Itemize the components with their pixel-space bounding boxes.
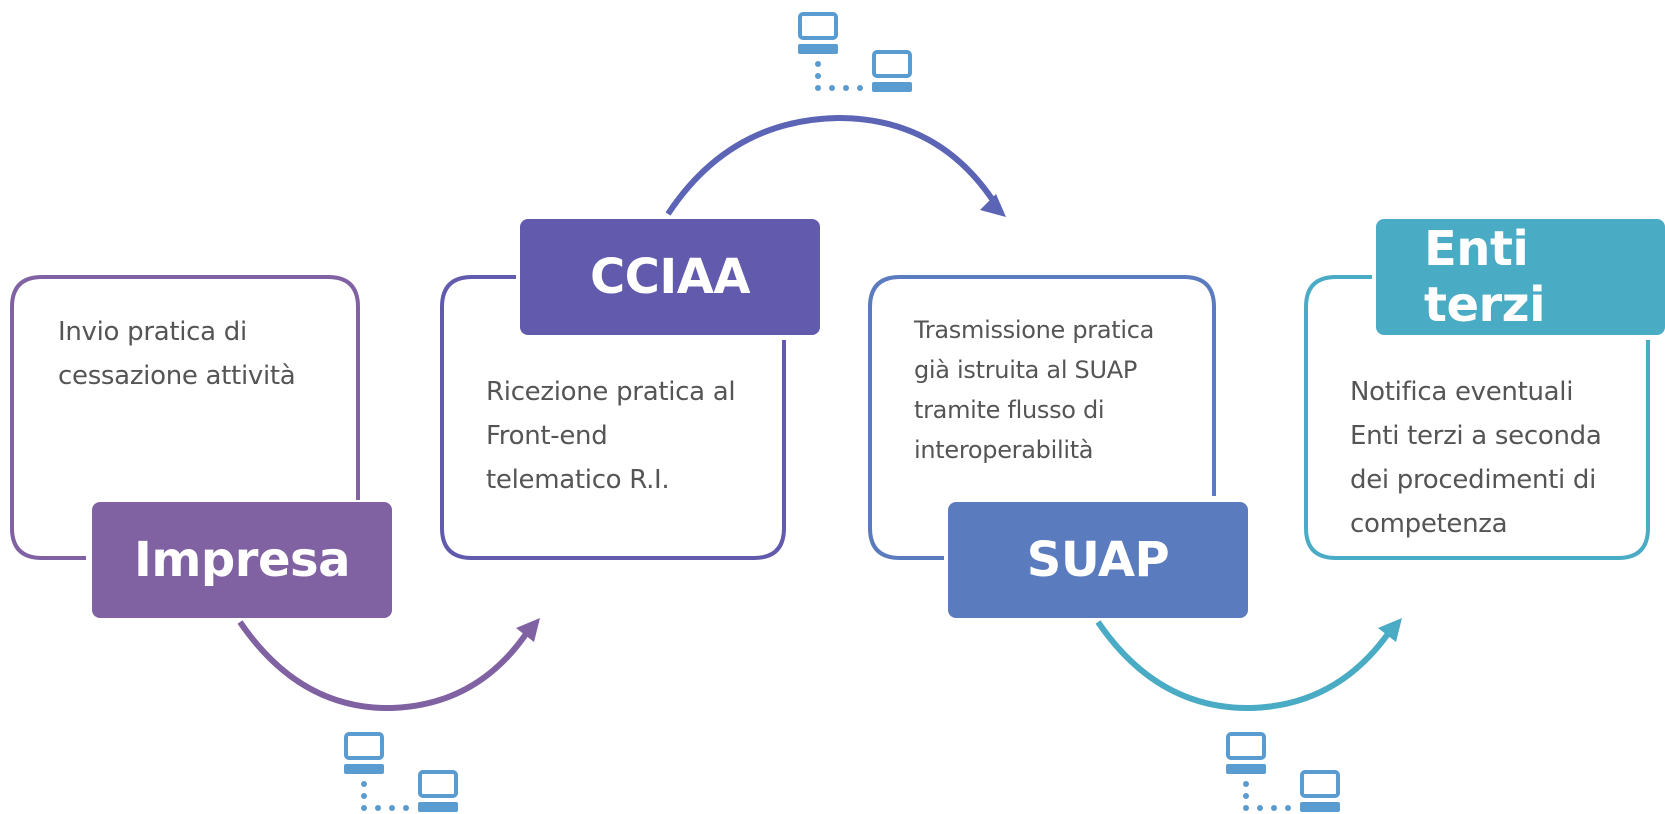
step-enti-label: Enti terzi: [1376, 219, 1665, 335]
step-suap-description: Trasmissione pratica già istruita al SUA…: [914, 316, 1155, 464]
network-computers-icon: [344, 732, 458, 812]
arrow-cciaa-to-suap: [665, 114, 1006, 217]
step-suap-frame: [868, 275, 1216, 560]
step-cciaa-frame: [440, 275, 786, 560]
step-cciaa-label: CCIAA: [520, 219, 820, 335]
step-impresa-frame: [10, 275, 360, 560]
step-cciaa-description: Ricezione pratica al Front-end telematic…: [486, 377, 736, 495]
network-computers-icon: [1226, 732, 1340, 812]
step-suap-label: SUAP: [948, 502, 1248, 618]
step-impresa-description: Invio pratica di cessazione attività: [58, 317, 296, 391]
arrow-suap-to-enti: [1095, 618, 1402, 712]
step-enti-description: Notifica eventuali Enti terzi a seconda …: [1350, 377, 1602, 539]
step-impresa-label: Impresa: [92, 502, 392, 618]
step-enti-frame: [1304, 275, 1650, 560]
network-computers-icon: [798, 12, 912, 92]
arrow-impresa-to-cciaa: [237, 618, 540, 712]
